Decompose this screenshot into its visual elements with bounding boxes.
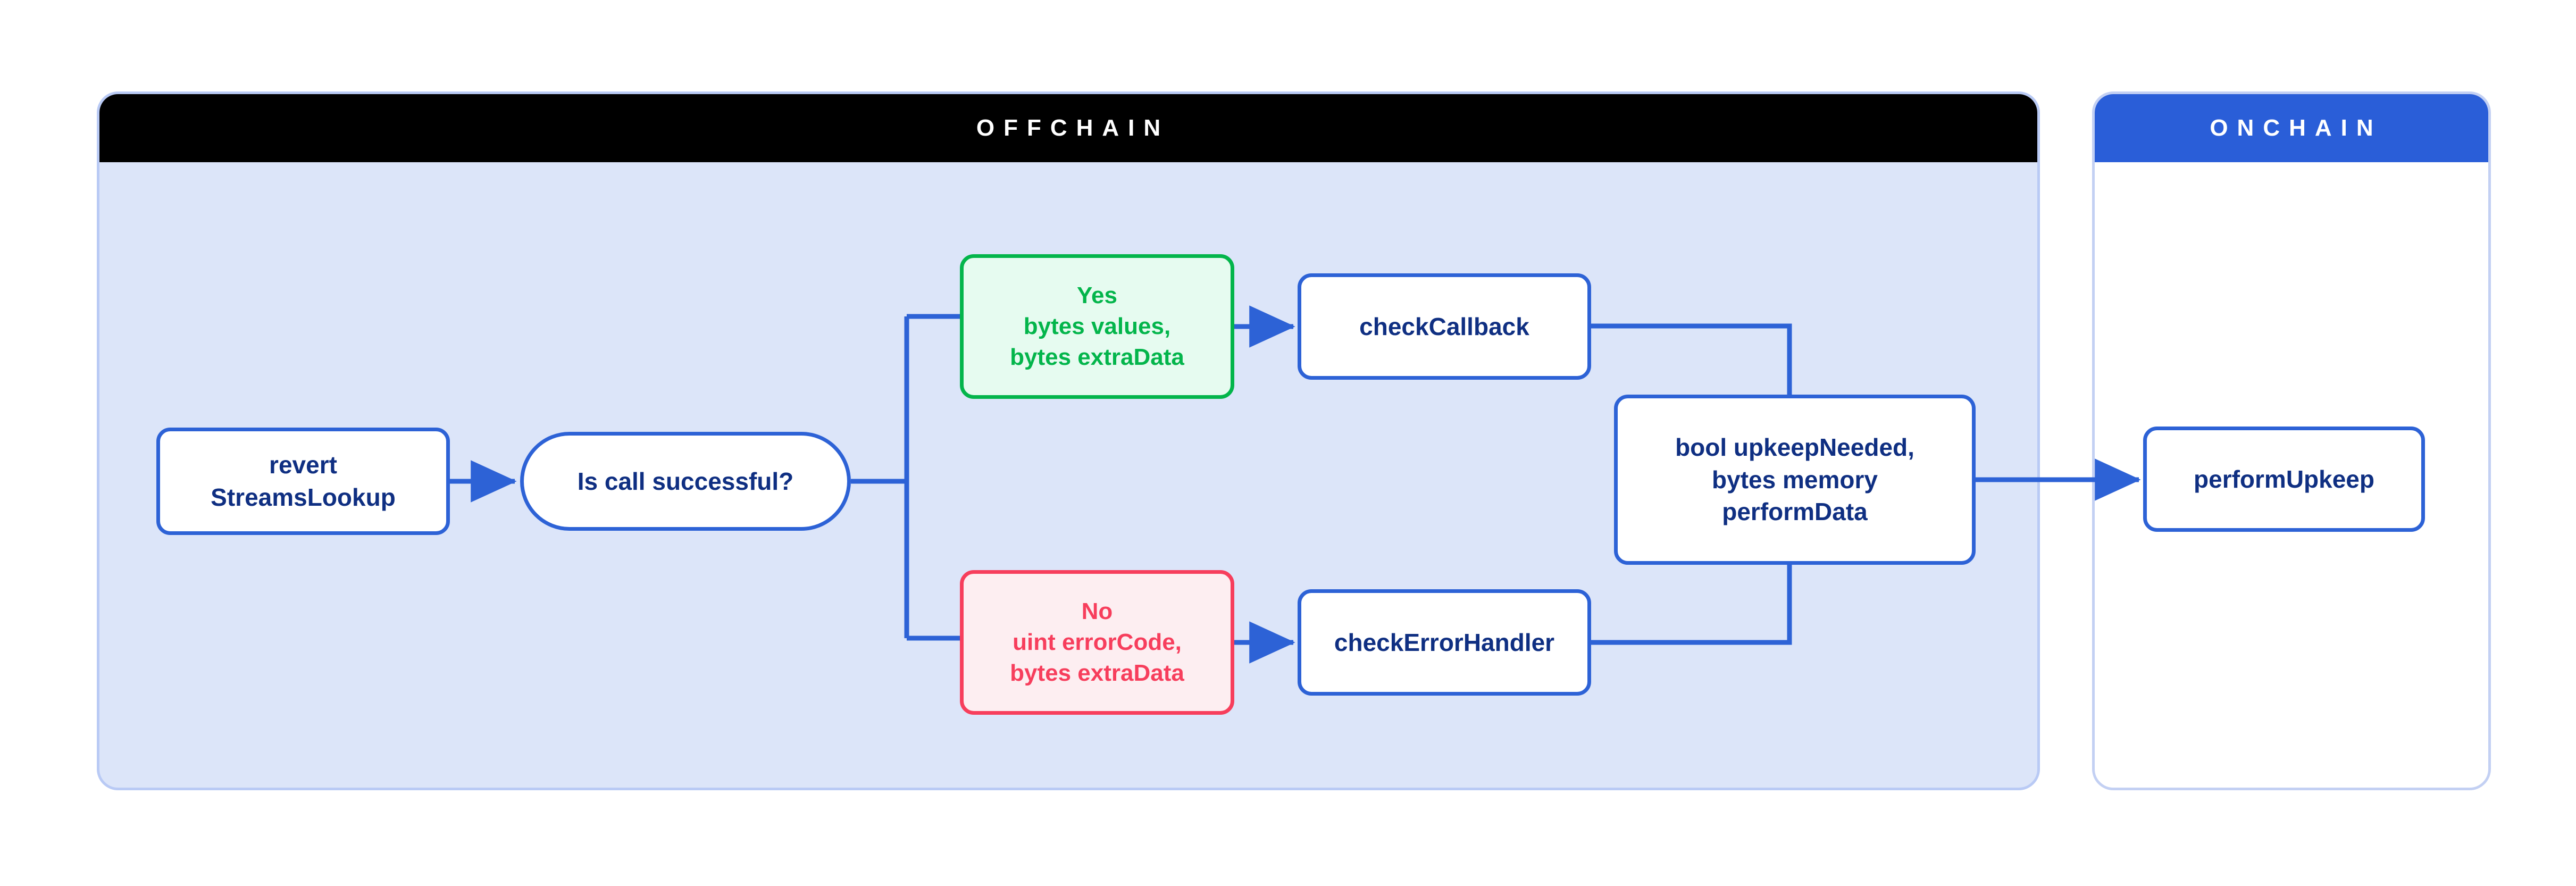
node-perform-upkeep[interactable]: performUpkeep bbox=[2143, 427, 2425, 532]
node-is-call-successful[interactable]: Is call successful? bbox=[520, 432, 851, 531]
node-check-error-handler[interactable]: checkErrorHandler bbox=[1298, 589, 1591, 696]
node-no-branch[interactable]: No uint errorCode, bytes extraData bbox=[960, 570, 1234, 715]
onchain-panel-title: ONCHAIN bbox=[2210, 115, 2382, 141]
node-revert-streamslookup[interactable]: revert StreamsLookup bbox=[156, 428, 450, 535]
node-check-callback[interactable]: checkCallback bbox=[1298, 273, 1591, 380]
offchain-panel-header: OFFCHAIN bbox=[99, 94, 2037, 162]
offchain-panel-title: OFFCHAIN bbox=[976, 115, 1170, 141]
node-yes-branch[interactable]: Yes bytes values, bytes extraData bbox=[960, 254, 1234, 399]
onchain-panel-header: ONCHAIN bbox=[2095, 94, 2488, 162]
node-return-values[interactable]: bool upkeepNeeded, bytes memory performD… bbox=[1614, 395, 1976, 565]
